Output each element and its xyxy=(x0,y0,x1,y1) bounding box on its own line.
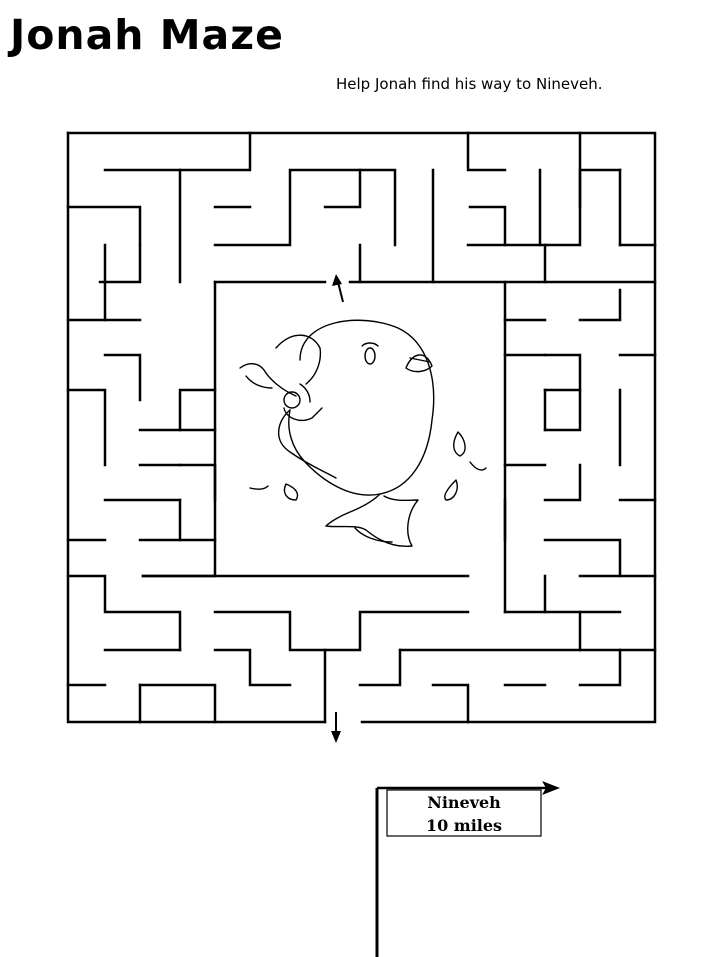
page-subtitle: Help Jonah find his way to Nineveh. xyxy=(336,75,603,93)
arrow-down-icon xyxy=(331,712,341,743)
arrow-up-icon xyxy=(332,274,344,303)
sign-distance: 10 miles xyxy=(425,816,503,835)
jonah-whale-illustration xyxy=(239,319,487,547)
sign-board xyxy=(386,789,542,837)
arrow-right-icon xyxy=(542,781,560,795)
sign-destination: Nineveh xyxy=(427,793,501,812)
page-title: Jonah Maze xyxy=(10,11,284,59)
maze-walls xyxy=(66,131,657,724)
